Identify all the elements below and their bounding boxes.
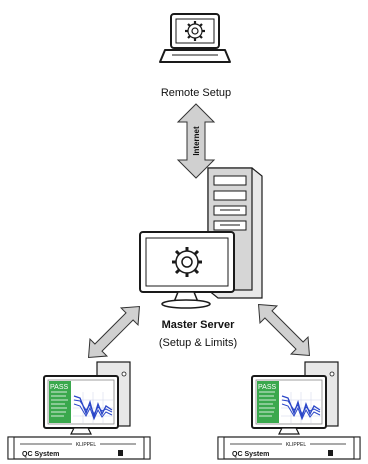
laptop-icon: [159, 13, 231, 63]
gear-icon: [185, 21, 205, 41]
pass-badge: PASS: [50, 384, 68, 391]
rack-label: QC System: [22, 451, 59, 458]
internet-arrow: [176, 103, 216, 179]
qc-rack: KLIPPEL QC System: [7, 436, 151, 460]
rack-brand: KLIPPEL: [286, 442, 307, 448]
server-monitor: [139, 231, 235, 309]
right-link-arrow: [258, 304, 310, 356]
server-title: Master Server: [162, 319, 235, 331]
rack-label: QC System: [232, 451, 269, 458]
qc-station-right: PASS KLIPPEL QC System: [217, 361, 361, 460]
internet-label: Internet: [192, 126, 201, 156]
server-subtitle: (Setup & Limits): [159, 337, 237, 349]
left-link-arrow: [88, 306, 140, 358]
remote-setup-label: Remote Setup: [161, 87, 231, 99]
gear-icon: [172, 247, 202, 277]
pass-badge: PASS: [258, 384, 276, 391]
measurement-plot: [281, 392, 321, 423]
rack-brand: KLIPPEL: [76, 442, 97, 448]
qc-station-left: PASS KLIPPEL QC System: [7, 361, 151, 460]
qc-rack: KLIPPEL QC System: [217, 436, 361, 460]
measurement-plot: [73, 392, 113, 423]
